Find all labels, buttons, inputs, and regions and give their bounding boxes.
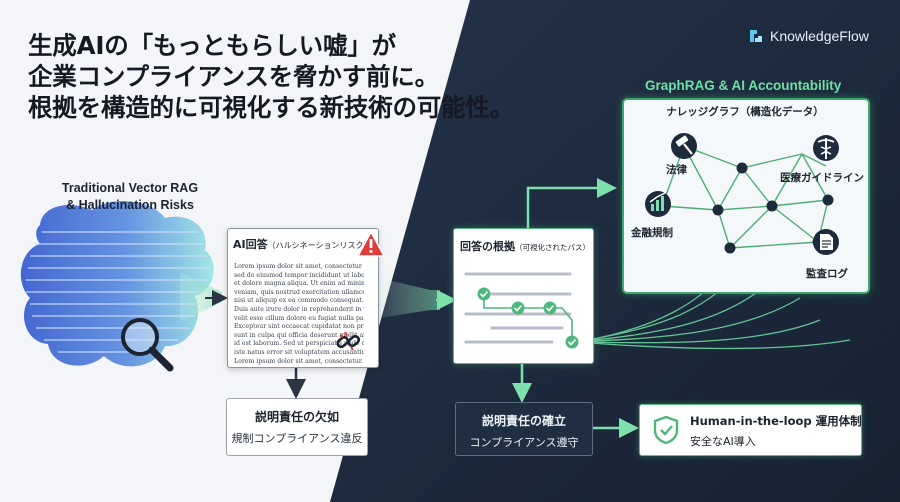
ai-answer-text-line: Excepteur sint occaecat cupidatat non pr… [234,323,364,331]
traditional-title: Traditional Vector RAG & Hallucination R… [40,180,220,214]
ai-answer-text-line: veniam, quis nostrud exercitation ullamc… [234,288,364,296]
warning-icon [357,231,385,257]
beam [180,272,222,322]
hitl-text: Human-in-the-loop 運用体制 安全なAI導入 [690,413,862,449]
hitl-box: Human-in-the-loop 運用体制 安全なAI導入 [639,404,862,456]
ai-answer-text-line: iste natus error sit voluptatem accusant… [234,348,364,356]
basis-title-main: 回答の根拠 [460,240,515,253]
magnifier-icon [121,318,174,372]
headline-line-3: 根拠を構造的に可視化する新技術の可能性。 [28,93,514,122]
accountability-lack-title: 説明責任の欠如 [254,410,339,424]
brand: KnowledgeFlow [748,28,869,44]
ai-answer-text-line: sunt in culpa qui officia deserunt molli… [234,331,364,339]
elbow-arrow [526,178,617,228]
ai-answer-text-line: Lorem ipsum dolor sit amet, consectetur … [234,263,364,270]
accountability-lack-box: 説明責任の欠如 規制コンプライアンス違反 [226,398,368,456]
accountability-lack-sub: 規制コンプライアンス違反 [231,432,363,445]
knowledge-graph-title: ナレッジグラフ（構造化データ） [666,106,824,118]
headline-line-1: 生成AIの「もっともらしい嘘」が [28,31,396,60]
accountability-establish-box: 説明責任の確立 コンプライアンス遵守 [455,402,593,456]
hitl-sub: 安全なAI導入 [690,435,756,448]
knowledge-graph [645,133,839,255]
ai-answer-text-line: Duis aute irure dolor in reprehenderit i… [234,305,364,313]
connection-streams [577,267,851,350]
ai-answer-text-line: Lorem ipsum dolor sit amet, consectetur. [234,357,364,365]
check-icon [477,287,579,349]
ai-answer-text-line: velit esse cillum dolore eu fugiat nulla… [234,314,364,322]
ai-answer-subtitle: （ハルシネーションリスク） [267,241,372,250]
visualized-path [464,272,579,349]
transition-arrow-body [380,278,440,318]
ai-answer-text-line: sed do eiusmod tempor incididunt ut labo… [234,271,364,279]
hitl-title: Human-in-the-loop 運用体制 [690,414,862,428]
ai-answer-title-main: AI回答 [233,238,268,251]
ai-answer-title: AI回答（ハルシネーションリスク） [233,236,371,252]
headline-line-2: 企業コンプライアンスを脅かす前に。 [28,62,439,91]
text-cloud-icon [20,200,214,367]
gavel-icon [671,133,697,159]
basis-subtitle: （可視化されたパス） [515,243,590,252]
accountability-establish-sub: コンプライアンス遵守 [469,436,579,449]
bar-chart-icon [645,191,671,217]
node-label-finance: 金融規制 [631,227,673,239]
accountability-establish-title: 説明責任の確立 [481,414,566,428]
ai-answer-text-line: id est laborum. Sed ut perspiciatis unde… [234,340,364,348]
headline: 生成AIの「もっともらしい嘘」が 企業コンプライアンスを脅かす前に。 根拠を構造… [28,30,514,123]
caduceus-icon [813,135,839,161]
broken-link-icon [336,331,361,351]
ai-answer-text-line: et dolore magna aliqua. Ut enim ad minim [234,280,364,288]
traditional-title-line-1: Traditional Vector RAG [61,181,199,195]
traditional-title-line-2: & Hallucination Risks [66,198,194,212]
basis-title: 回答の根拠（可視化されたパス） [460,238,590,254]
graph-panel-title: GraphRAG & AI Accountability [645,78,842,93]
brand-name: KnowledgeFlow [770,28,869,44]
node-label-law: 法律 [666,164,687,176]
shield-check-icon [653,415,679,445]
node-label-audit: 監査ログ [806,268,848,280]
document-icon [813,229,839,255]
ai-answer-text-line: nisi ut aliquip ex ea commodo consequat. [234,297,364,305]
knowledgeflow-logo-icon [750,30,762,42]
node-label-medical: 医療ガイドライン [780,172,864,184]
ai-answer-text: Lorem ipsum dolor sit amet, consectetur … [234,263,364,366]
